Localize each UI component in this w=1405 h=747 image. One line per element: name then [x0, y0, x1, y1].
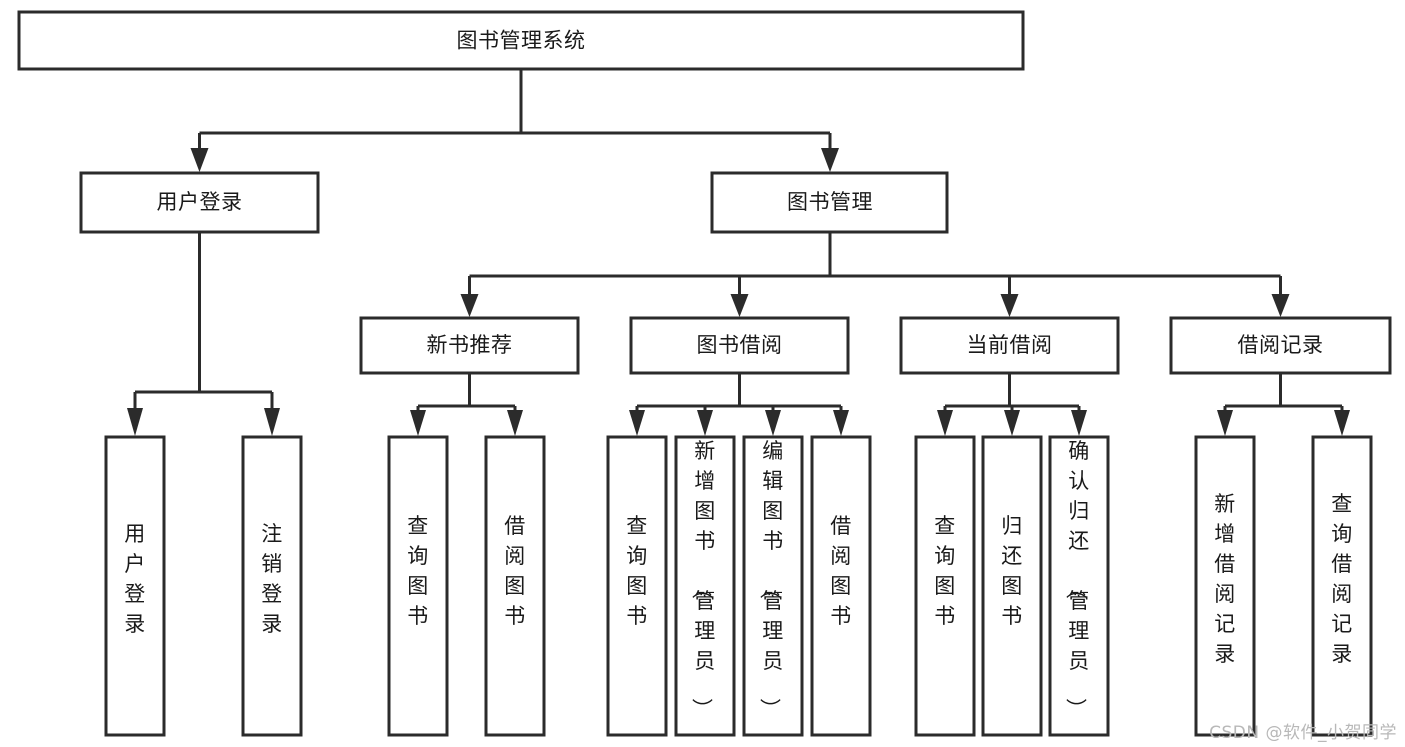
node-box[interactable]: [17, 10, 1025, 71]
arrow-head-icon: [1004, 410, 1020, 436]
node-label: 借阅图书: [504, 514, 526, 628]
node-label: 图书管理: [787, 190, 873, 214]
leaf-node-add-borrow-record[interactable]: 新增借阅记录: [1194, 435, 1256, 737]
node-label: 查询借阅记录: [1331, 492, 1353, 666]
node-label: 查询图书: [934, 514, 956, 628]
arrow-head-icon: [190, 148, 209, 172]
node-box[interactable]: [241, 435, 303, 737]
node-box[interactable]: [742, 435, 804, 737]
arrow-head-icon: [821, 148, 839, 172]
node-book-borrow[interactable]: 图书借阅: [629, 316, 850, 375]
node-label: 图书管理系统: [457, 29, 586, 53]
connector-newbook-to-leaves: [410, 373, 523, 436]
leaf-node-confirm-return-admin[interactable]: 确认归还（管理员）: [1048, 435, 1110, 737]
node-label: 新增图书（管理员）: [689, 439, 716, 720]
connector-userlogin-to-leaves: [127, 232, 280, 436]
leaf-node-borrow-book[interactable]: 借阅图书: [810, 435, 872, 737]
node-box[interactable]: [1169, 316, 1392, 375]
node-label: 查询图书: [626, 514, 648, 628]
connector-bookborrow-to-leaves: [629, 373, 849, 436]
node-book-management[interactable]: 图书管理: [710, 171, 949, 234]
leaf-node-query-book-borrow[interactable]: 查询图书: [606, 435, 668, 737]
arrow-head-icon: [765, 410, 781, 436]
node-box[interactable]: [629, 316, 850, 375]
node-box[interactable]: [606, 435, 668, 737]
node-box[interactable]: [981, 435, 1043, 737]
node-label: 编辑图书（管理员）: [757, 439, 784, 720]
node-label: 确认归还（管理员）: [1063, 439, 1090, 720]
node-root[interactable]: 图书管理系统: [17, 10, 1025, 71]
node-label: 当前借阅: [967, 333, 1053, 357]
arrow-head-icon: [410, 410, 426, 436]
leaf-node-logout[interactable]: 注销登录: [241, 435, 303, 737]
node-box[interactable]: [484, 435, 546, 737]
arrow-head-icon: [1217, 410, 1233, 436]
node-box[interactable]: [387, 435, 449, 737]
connector-root-to-level2: [190, 69, 839, 172]
arrow-head-icon: [629, 410, 645, 436]
arrow-head-icon: [127, 408, 143, 436]
node-box[interactable]: [674, 435, 736, 737]
node-box[interactable]: [810, 435, 872, 737]
node-label: 新书推荐: [427, 333, 513, 357]
node-new-book-recommend[interactable]: 新书推荐: [359, 316, 580, 375]
leaf-node-add-book-admin[interactable]: 新增图书（管理员）: [674, 435, 736, 737]
watermark-text: CSDN @软件_小贺同学: [1209, 723, 1397, 743]
node-label: 查询图书: [407, 514, 429, 628]
connector-layer: [127, 69, 1350, 436]
node-box[interactable]: [914, 435, 976, 737]
arrow-head-icon: [460, 294, 479, 317]
node-label: 新增借阅记录: [1214, 492, 1236, 666]
node-box[interactable]: [359, 316, 580, 375]
node-box[interactable]: [104, 435, 166, 737]
leaf-node-user-login[interactable]: 用户登录: [104, 435, 166, 737]
node-box[interactable]: [1311, 435, 1373, 737]
arrow-head-icon: [730, 294, 749, 317]
leaf-node-return-book[interactable]: 归还图书: [981, 435, 1043, 737]
connector-borrowrecords-to-leaves: [1217, 373, 1350, 436]
arrow-head-icon: [937, 410, 953, 436]
node-label: 借阅记录: [1238, 333, 1324, 357]
arrow-head-icon: [264, 408, 280, 436]
leaf-node-query-book-current[interactable]: 查询图书: [914, 435, 976, 737]
connector-currentborrow-to-leaves: [937, 373, 1087, 436]
node-label: 借阅图书: [830, 514, 852, 628]
node-box[interactable]: [899, 316, 1120, 375]
node-box[interactable]: [710, 171, 949, 234]
arrow-head-icon: [833, 410, 849, 436]
node-label: 注销登录: [261, 522, 283, 636]
arrow-head-icon: [697, 410, 713, 436]
node-user-login[interactable]: 用户登录: [79, 171, 320, 234]
arrow-head-icon: [507, 410, 523, 436]
leaf-node-query-borrow-record[interactable]: 查询借阅记录: [1311, 435, 1373, 737]
arrow-head-icon: [1271, 294, 1290, 317]
arrow-head-icon: [1000, 294, 1019, 317]
node-box[interactable]: [1048, 435, 1110, 737]
node-label: 归还图书: [1001, 514, 1023, 628]
leaf-node-query-book-rec[interactable]: 查询图书: [387, 435, 449, 737]
node-label: 用户登录: [157, 190, 243, 214]
node-label: 图书借阅: [697, 333, 783, 357]
connector-bookmgmt-to-level3: [460, 232, 1290, 317]
node-box[interactable]: [79, 171, 320, 234]
node-label: 用户登录: [124, 522, 146, 636]
leaf-node-borrow-book-rec[interactable]: 借阅图书: [484, 435, 546, 737]
arrow-head-icon: [1334, 410, 1350, 436]
arrow-head-icon: [1071, 410, 1087, 436]
node-current-borrow[interactable]: 当前借阅: [899, 316, 1120, 375]
node-box[interactable]: [1194, 435, 1256, 737]
node-borrow-records[interactable]: 借阅记录: [1169, 316, 1392, 375]
leaf-node-edit-book-admin[interactable]: 编辑图书（管理员）: [742, 435, 804, 737]
